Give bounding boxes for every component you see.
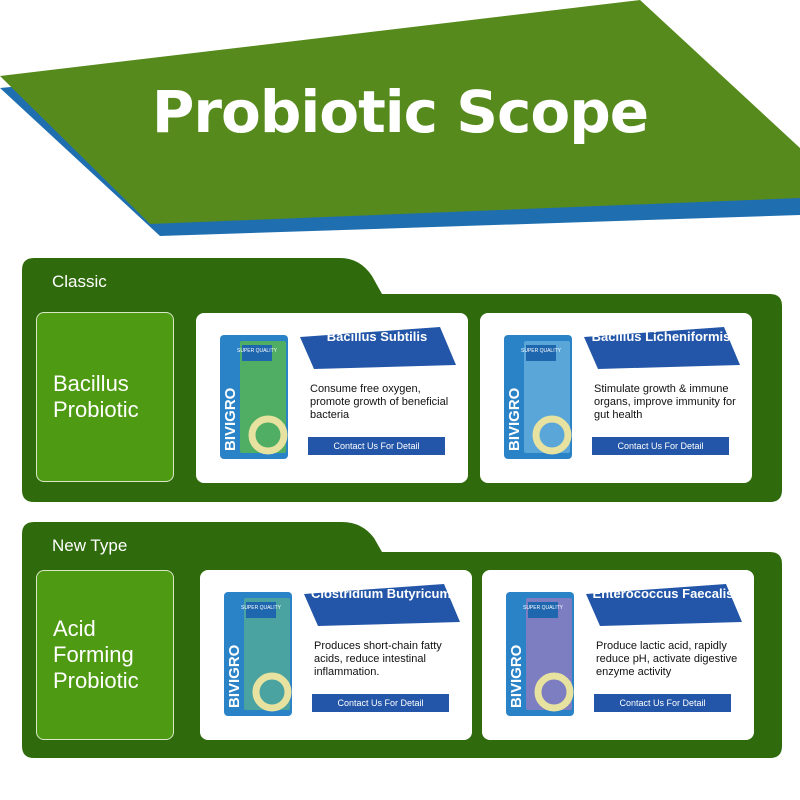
category-label: Bacillus Probiotic bbox=[53, 371, 139, 422]
bag-badge: SUPER QUALITY bbox=[523, 605, 564, 611]
contact-us-button[interactable]: Contact Us For Detail bbox=[592, 437, 729, 455]
product-card-enterococcus-faecalis[interactable]: SUPER QUALITY BIVIGRO Enterococcus Faeca… bbox=[482, 570, 754, 740]
product-bag-image: SUPER QUALITY BIVIGRO bbox=[504, 335, 572, 459]
section-new-type: New Type Acid Forming Probiotic SUPER QU… bbox=[22, 522, 782, 758]
product-name: Clostridium Butyricum bbox=[310, 586, 452, 601]
contact-us-button[interactable]: Contact Us For Detail bbox=[594, 694, 731, 712]
bag-brand: BIVIGRO bbox=[508, 644, 525, 708]
page-title: Probiotic Scope bbox=[151, 78, 649, 146]
product-name: Bacillus Licheniformis bbox=[591, 329, 731, 344]
category-box: Acid Forming Probiotic bbox=[36, 570, 174, 740]
product-name-tag bbox=[304, 584, 460, 626]
section-label: New Type bbox=[52, 536, 128, 555]
section-label: Classic bbox=[52, 272, 107, 291]
section-classic: Classic Bacillus Probiotic SUPER QUALITY… bbox=[22, 258, 782, 502]
product-description: Consume free oxygen, promote growth of b… bbox=[310, 383, 449, 421]
product-name: Enterococcus Faecalis bbox=[592, 586, 734, 601]
product-card-bacillus-licheniformis[interactable]: SUPER QUALITY BIVIGRO Bacillus Lichenifo… bbox=[480, 313, 752, 483]
product-card-clostridium-butyricum[interactable]: SUPER QUALITY BIVIGRO Clostridium Butyri… bbox=[200, 570, 472, 740]
product-description: Stimulate growth & immune organs, improv… bbox=[594, 383, 736, 421]
banner-shape bbox=[0, 0, 800, 236]
product-description: Produce lactic acid, rapidly reduce pH, … bbox=[596, 640, 738, 678]
product-bag-image: SUPER QUALITY BIVIGRO bbox=[506, 592, 574, 716]
product-name-tag bbox=[584, 327, 740, 369]
bag-badge: SUPER QUALITY bbox=[237, 348, 278, 354]
product-name: Bacillus Subtilis bbox=[326, 329, 428, 344]
bag-badge: SUPER QUALITY bbox=[521, 348, 562, 354]
product-bag-image: SUPER QUALITY BIVIGRO bbox=[220, 335, 288, 459]
bag-badge: SUPER QUALITY bbox=[241, 605, 282, 611]
product-card-bacillus-subtilis[interactable]: SUPER QUALITY BIVIGRO Bacillus Subtilis … bbox=[196, 313, 468, 483]
contact-us-button[interactable]: Contact Us For Detail bbox=[308, 437, 445, 455]
bag-brand: BIVIGRO bbox=[506, 387, 523, 451]
product-name-tag bbox=[586, 584, 742, 626]
category-box: Bacillus Probiotic bbox=[36, 312, 174, 482]
bag-brand: BIVIGRO bbox=[226, 644, 243, 708]
contact-us-button[interactable]: Contact Us For Detail bbox=[312, 694, 449, 712]
product-name-tag bbox=[300, 327, 456, 369]
category-label: Acid Forming Probiotic bbox=[53, 616, 139, 693]
bag-brand: BIVIGRO bbox=[222, 387, 239, 451]
product-description: Produces short-chain fatty acids, reduce… bbox=[314, 640, 442, 678]
product-bag-image: SUPER QUALITY BIVIGRO bbox=[224, 592, 292, 716]
